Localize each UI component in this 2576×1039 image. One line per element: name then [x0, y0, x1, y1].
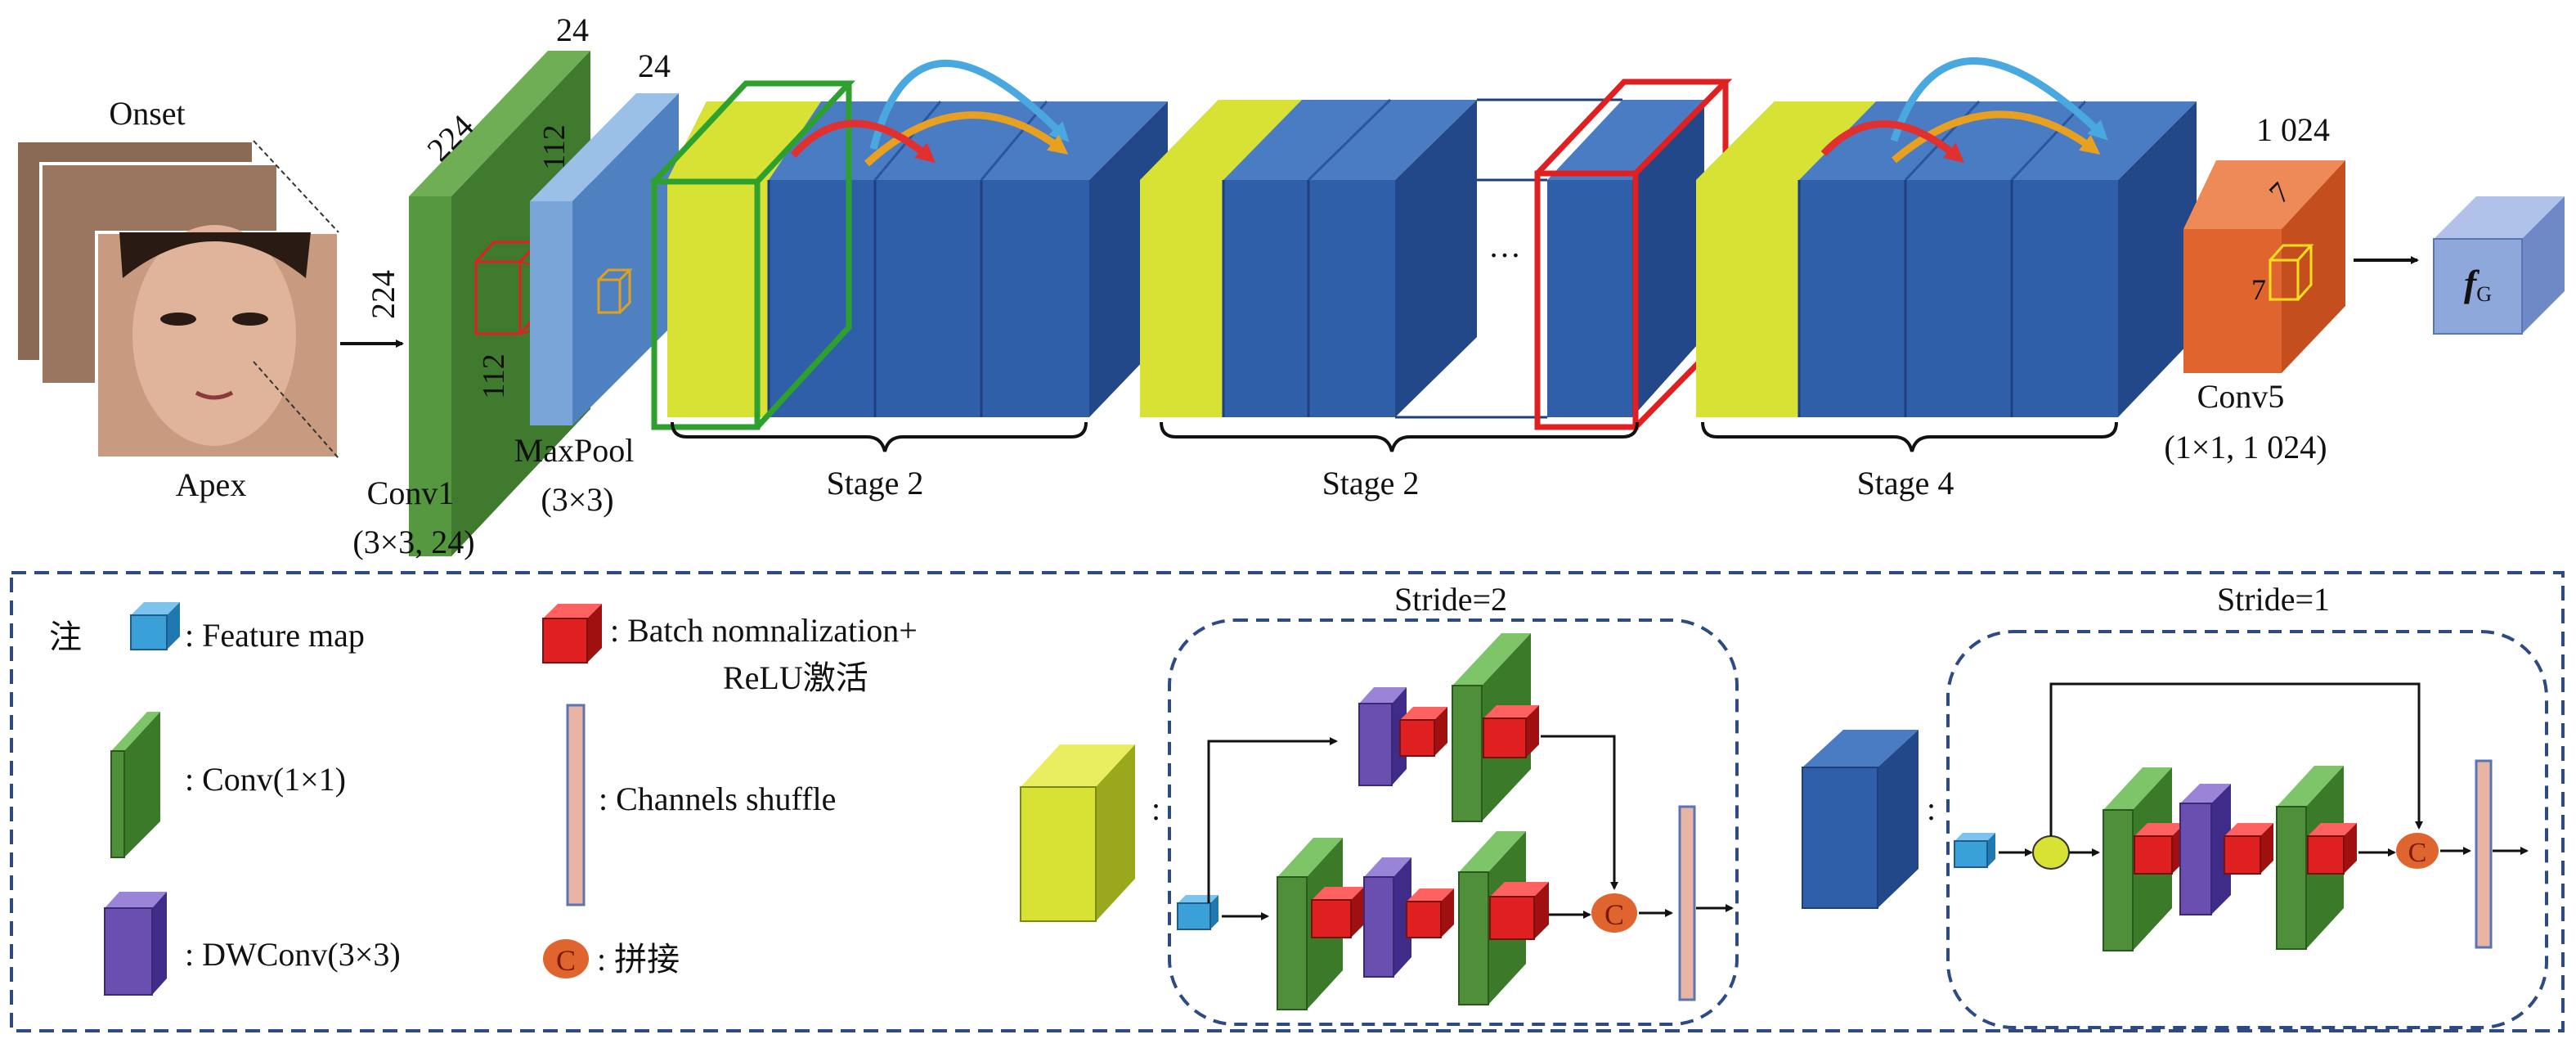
stride1-concat-node: C: [2396, 833, 2439, 869]
stride2-concat-symbol: C: [1604, 898, 1624, 931]
stride2-branch-line: [1207, 737, 1338, 903]
stride1-concat-symbol: C: [2408, 838, 2427, 868]
stride2-shuffle: [1678, 805, 1696, 1001]
stage-block-3: [1696, 100, 2197, 417]
stage1-arrow-orange: [864, 111, 1069, 167]
stride2-title: Stride=2: [1394, 581, 1507, 618]
stage-block-2: [1140, 79, 1733, 430]
input-frames: [15, 139, 340, 460]
stride1-skip-line: [2049, 682, 2423, 836]
maxpool-kernel-box: [597, 268, 633, 314]
onset-label: Onset: [109, 95, 185, 132]
stride1-split-node: [2032, 835, 2070, 870]
maxpool-name: MaxPool: [514, 432, 635, 469]
stride2-yellow-block: [1020, 744, 1135, 922]
stride1-dwconv: [2179, 784, 2231, 915]
output-feature-block: [2433, 196, 2565, 335]
stride1-bn-3: [2307, 823, 2357, 875]
apex-label: Apex: [176, 466, 247, 503]
stage3-yellow-unit: [1696, 180, 1799, 417]
stride2-top-to-concat-line: [1541, 735, 1618, 890]
stride2-bottom-bn-1: [1311, 887, 1364, 938]
conv1-channels-label: 24: [556, 11, 589, 48]
stage3-label: Stage 4: [1857, 465, 1954, 502]
output-symbol: fG: [2464, 263, 2492, 306]
stage1-yellow-unit: [667, 180, 769, 417]
legend-conv1x1-label: : Conv(1×1): [185, 761, 346, 798]
conv1-params: (3×3, 24): [352, 524, 474, 560]
stage1-skip-arrow-blue: [869, 60, 1070, 151]
legend-shuffle-label: : Channels shuffle: [599, 780, 836, 817]
stride1-title: Stride=1: [2217, 581, 2330, 618]
stride2-frame: [1168, 618, 1739, 1026]
conv5-name: Conv5: [2197, 378, 2285, 415]
stride1-colon: :: [1927, 790, 1936, 827]
conv1-name: Conv1: [367, 475, 455, 511]
stride2-bottom-bn-3: [1489, 882, 1549, 940]
stride1-bn-2: [2224, 823, 2273, 875]
stride2-top-bn-2: [1483, 705, 1539, 758]
stage2-ellipsis: …: [1488, 227, 1521, 264]
stage1-brace: [671, 421, 1088, 452]
stride2-top-dwconv: [1358, 687, 1407, 786]
legend-frame: [10, 571, 2565, 1032]
legend-bn-relu-icon: [542, 604, 602, 663]
stride2-colon: :: [1151, 790, 1160, 827]
stage3-skip-arrow-blue: [1890, 57, 2108, 142]
maxpool-params: (3×3): [541, 481, 613, 518]
stage3-brace: [1701, 421, 2118, 452]
conv5-kernel-b-label: 7: [2251, 273, 2266, 306]
stride1-input-feature: [1954, 833, 1995, 868]
stride2-bottom-dwconv: [1363, 857, 1411, 978]
legend-concat-label: : 拼接: [597, 941, 680, 978]
conv1-out-height-label: 112: [477, 353, 511, 399]
stage1-green-highlight: [651, 80, 856, 430]
legend-feature-map-label: : Feature map: [185, 617, 365, 654]
legend-concat-icon: C: [543, 939, 589, 978]
legend-bn-relu-label-1: : Batch nomnalization+: [610, 612, 918, 649]
legend-bn-relu-label-2: ReLU激活: [723, 659, 868, 696]
apex-face-image: [95, 225, 340, 460]
stride2-top-bn: [1399, 707, 1447, 757]
stage3-arrow-red: [1820, 119, 1965, 164]
stage2-yellow-unit: [1140, 180, 1223, 417]
legend-conv1x1-icon: [110, 712, 160, 858]
maxpool-channels-label: 24: [638, 47, 671, 84]
conv5-kernel-box: [2269, 259, 2300, 301]
stage1-label: Stage 2: [827, 465, 924, 502]
stage3-arrow-orange: [1892, 110, 2101, 164]
stride1-frame: [1946, 630, 2548, 1029]
conv5-channels-label: 1 024: [2256, 111, 2330, 148]
frames-dashed-edge: [253, 140, 339, 459]
stage1-arrow-red: [790, 119, 936, 164]
stage2-label: Stage 2: [1322, 465, 1420, 502]
conv1-out-width-label: 112: [537, 124, 572, 170]
stride1-blue-block: [1802, 730, 1919, 909]
stride1-bn-1: [2134, 823, 2185, 875]
legend-feature-map-icon: [130, 602, 180, 650]
stride1-shuffle: [2475, 759, 2493, 949]
stride2-bottom-conv-1: [1277, 838, 1343, 1010]
stride2-concat-node: C: [1591, 893, 1637, 933]
conv5-params: (1×1, 1 024): [2164, 429, 2327, 466]
stride2-bottom-bn-2: [1406, 888, 1454, 938]
stage2-brace: [1160, 421, 1639, 452]
legend-dwconv-icon: [104, 892, 167, 996]
legend-concat-symbol: C: [556, 944, 576, 977]
legend-note-label: 注: [49, 618, 82, 655]
stride2-input-feature: [1177, 895, 1218, 930]
conv1-height-label: 224: [365, 270, 402, 319]
legend-dwconv-label: : DWConv(3×3): [185, 936, 401, 973]
legend-shuffle-icon: [566, 704, 586, 906]
conv5-block: [2183, 160, 2345, 373]
